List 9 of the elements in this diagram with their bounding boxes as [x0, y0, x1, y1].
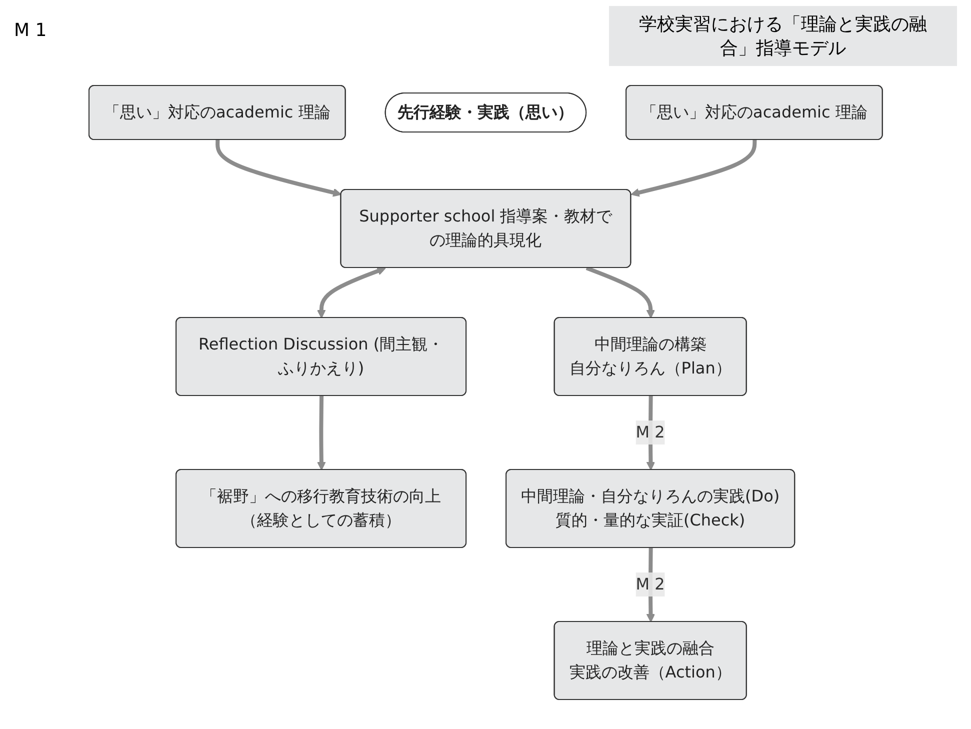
arrow [316, 266, 386, 318]
arrow [630, 140, 757, 197]
arrow [215, 140, 342, 197]
edge-label: M 2 [636, 422, 665, 442]
title: 学校実習における「理論と実践の融合」指導モデル [609, 6, 957, 66]
arrow [586, 266, 655, 318]
marker-label: M 1 [14, 20, 47, 41]
arrow [316, 396, 326, 470]
edge-label: M 2 [636, 574, 665, 594]
